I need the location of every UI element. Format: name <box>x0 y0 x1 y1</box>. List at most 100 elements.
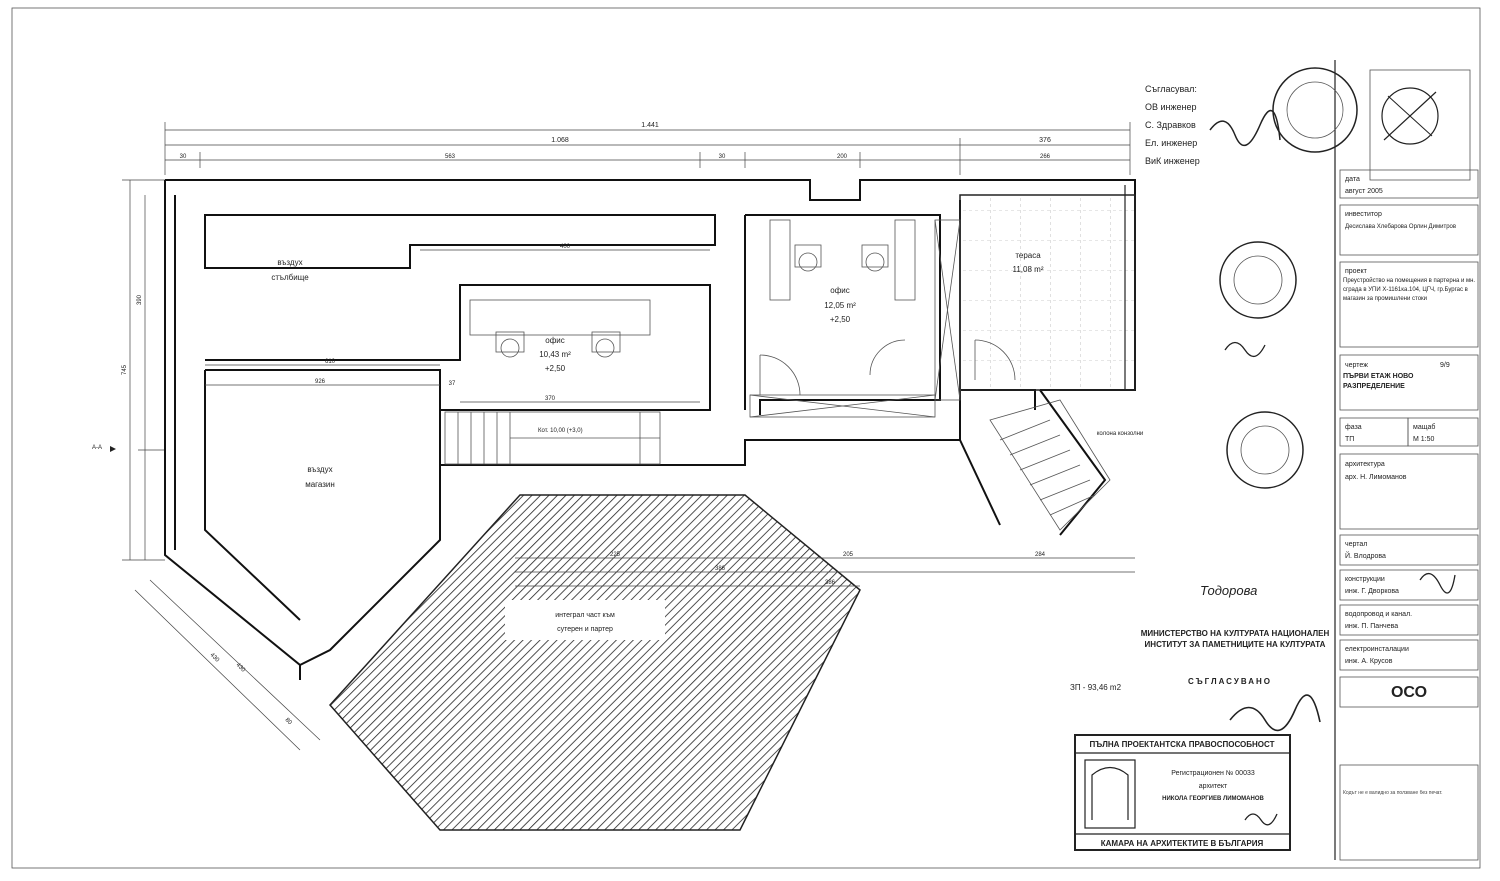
approval-row-4: Ел. инженер <box>1145 138 1197 148</box>
room-1-name: въздух <box>277 258 302 267</box>
stair-note: Кот. 10,00 (+3,0) <box>538 428 583 434</box>
approval-row-3: С. Здравков <box>1145 120 1196 130</box>
dim-bottom-c: 284 <box>1035 552 1046 558</box>
room-1-sub: стълбище <box>271 273 309 282</box>
dim-inner-d: 370 <box>545 396 556 402</box>
dim-left-a: 745 <box>122 364 128 375</box>
room-6-name: интеграл част към <box>555 612 615 619</box>
drawing-label: чертеж <box>1345 362 1368 369</box>
dim-diag-c: 80 <box>284 717 293 726</box>
dim-top-b: 376 <box>1039 137 1051 144</box>
approval-row-5: ВиК инженер <box>1145 156 1200 166</box>
room-2-level: +2,50 <box>545 364 566 373</box>
office-furniture <box>469 219 916 358</box>
signatures <box>1209 109 1456 826</box>
dim-top-c4: 200 <box>837 154 848 160</box>
drawing-number: 9/9 <box>1440 362 1450 369</box>
room-5-sub: магазин <box>305 480 335 489</box>
handwritten-name: Тодорова <box>1200 583 1257 598</box>
dim-top-c5: 266 <box>1040 154 1051 160</box>
left-dimensions: 745 390 A-A <box>92 179 165 561</box>
bottom-note: Кодът не е валидно за ползване без печат… <box>1343 790 1443 796</box>
dim-inner-a: 400 <box>560 244 571 250</box>
dim-top-a: 1.068 <box>551 137 569 144</box>
sheet-border <box>11 7 1481 869</box>
lower-dimensions: 225 205 284 386 386 <box>515 552 1135 587</box>
approval-row-1: Съгласувал: <box>1145 84 1197 94</box>
room-3-level: +2,50 <box>830 315 851 324</box>
dim-left-b: 390 <box>137 294 143 305</box>
dim-inner-e: 37 <box>449 381 456 387</box>
round-stamp-1 <box>1272 67 1358 153</box>
main-stair: Кот. 10,00 (+3,0) <box>444 411 661 465</box>
drawing-value: ПЪРВИ ЕТАЖ НОВО РАЗПРЕДЕЛЕНИЕ <box>1343 373 1414 390</box>
scale-label: мащаб <box>1413 423 1435 431</box>
stamp-registration: Регистрационен № 00033 <box>1171 770 1255 777</box>
investor-value: Десислава Хлебарова Орлин Димитров <box>1345 224 1456 230</box>
date-label: дата <box>1345 176 1360 183</box>
investor-label: инвеститор <box>1345 211 1382 218</box>
built-area: ЗП - 93,46 m2 <box>1070 683 1122 692</box>
construction-label: конструкции <box>1345 576 1385 583</box>
project-value: Преустройство на помещения в партерна и … <box>1343 278 1476 302</box>
door-swings <box>759 339 1016 396</box>
dim-bottom-a: 225 <box>610 552 621 558</box>
room-3-name: офис <box>830 286 850 295</box>
room-2-name: офис <box>545 336 565 345</box>
room-2-area: 10,43 m² <box>539 350 571 359</box>
phase-value: ТП <box>1345 436 1354 443</box>
dim-top-total: 1.441 <box>641 122 659 129</box>
dim-inner-c: 926 <box>315 379 326 385</box>
round-stamp-3 <box>1226 411 1304 489</box>
dim-diag-a: 430 <box>209 652 221 664</box>
drafted-label: чертал <box>1345 541 1367 548</box>
top-dimensions: 1.441 1.068 376 30 563 30 200 266 <box>164 122 1131 175</box>
project-label: проект <box>1345 268 1368 275</box>
stamp-header: ПЪЛНА ПРОЕКТАНТСКА ПРАВОСПОСОБНОСТ <box>1090 740 1275 749</box>
date-value: август 2005 <box>1345 188 1383 195</box>
agreed-text: СЪГЛАСУВАНО <box>1188 677 1272 686</box>
scale-value: М 1:50 <box>1413 436 1435 443</box>
dim-top-c2: 563 <box>445 154 456 160</box>
approval-row-2: ОВ инженер <box>1145 102 1197 112</box>
water-label: водопровод и канал. <box>1345 611 1412 618</box>
terrace-note: колона конзолни <box>1097 431 1144 437</box>
title-block: Съгласувал: ОВ инженер С. Здравков Ел. и… <box>1145 60 1479 861</box>
north-arrow-icon <box>1381 87 1439 145</box>
room-5-name: въздух <box>307 465 332 474</box>
dim-top-c1: 30 <box>180 154 187 160</box>
stamp-name: НИКОЛА ГЕОРГИЕВ ЛИМОМАНОВ <box>1162 796 1264 802</box>
dim-bottom-e: 386 <box>825 580 836 586</box>
chamber-stamp: ПЪЛНА ПРОЕКТАНТСКА ПРАВОСПОСОБНОСТ Регис… <box>1074 734 1291 851</box>
round-stamps <box>1219 67 1358 489</box>
company-logo: ОСО <box>1391 684 1427 701</box>
diagonal-dimensions: 430 430 80 <box>134 579 321 751</box>
dim-diag-b: 430 <box>235 662 247 674</box>
axis-marker: A-A <box>92 445 102 451</box>
room-4-name: тераса <box>1015 251 1041 260</box>
dim-top-c3: 30 <box>719 154 726 160</box>
stamp-chamber: КАМАРА НА АРХИТЕКТИТЕ В БЪЛГАРИЯ <box>1101 839 1264 848</box>
dim-bottom-d: 386 <box>715 566 726 572</box>
electrical-label: електроинсталации <box>1345 646 1409 653</box>
stamp-role: архитект <box>1199 783 1228 790</box>
inner-dimensions: 400 610 926 370 37 <box>205 244 710 403</box>
room-3-area: 12,05 m² <box>824 301 856 310</box>
phase-label: фаза <box>1345 424 1362 431</box>
room-6-sub: сутерен и партер <box>557 626 613 633</box>
electrical-value: инж. А. Крусов <box>1345 658 1393 665</box>
architecture-value: арх. Н. Лимоманов <box>1345 474 1407 481</box>
hatched-area: интеграл част към сутерен и партер <box>328 494 861 831</box>
dim-bottom-b: 205 <box>843 552 854 558</box>
dim-inner-b: 610 <box>325 359 336 365</box>
architecture-label: архитектура <box>1345 461 1385 468</box>
terrace-area <box>959 194 1136 391</box>
water-value: инж. П. Панчева <box>1345 623 1398 630</box>
construction-value: инж. Г. Дворкова <box>1345 588 1399 595</box>
diagonal-stair <box>989 399 1111 531</box>
ministry-text: МИНИСТЕРСТВО НА КУЛТУРАТА НАЦИОНАЛЕН ИНС… <box>1140 629 1330 649</box>
room-4-area: 11,08 m² <box>1013 265 1044 274</box>
window-grid <box>749 219 961 418</box>
round-stamp-2 <box>1219 241 1297 319</box>
